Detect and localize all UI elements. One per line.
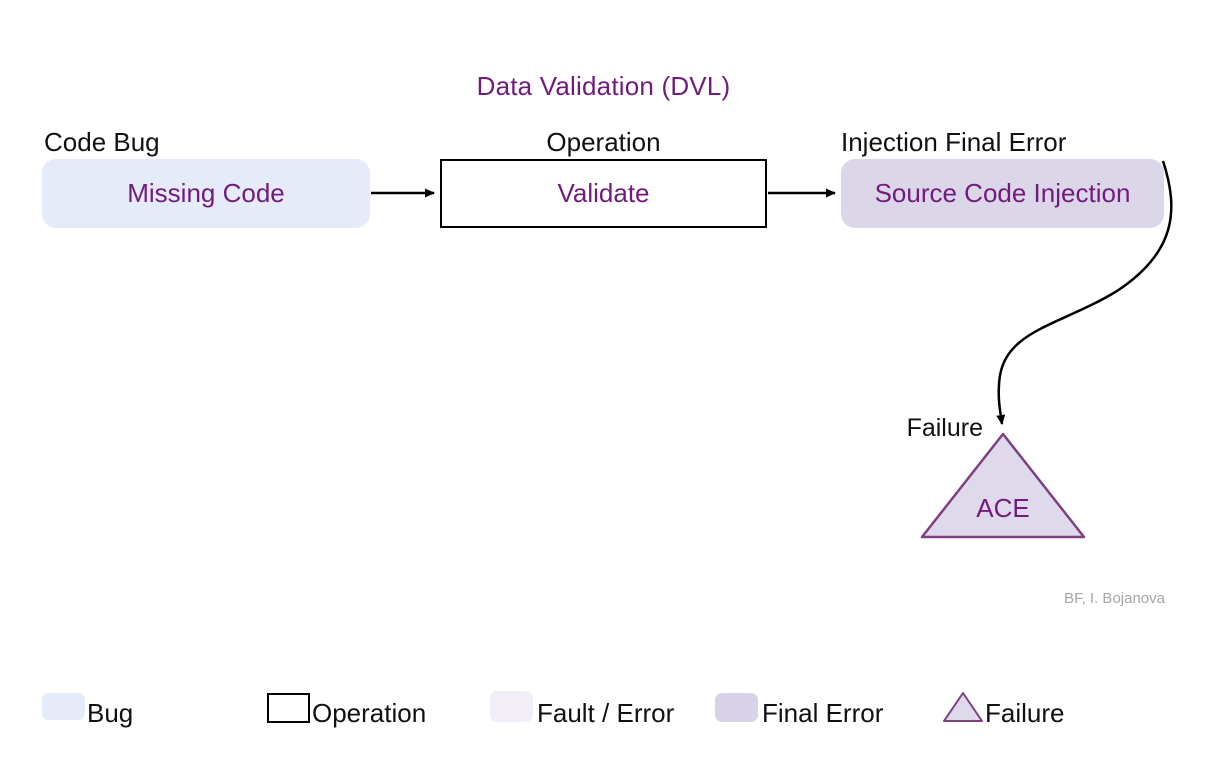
legend-operation-label: Operation	[312, 698, 427, 728]
label-operation: Operation	[546, 127, 661, 157]
label-failure: Failure	[906, 414, 983, 442]
legend-failure-label: Failure	[985, 698, 1065, 728]
diagram-title: Data Validation (DVL)	[476, 71, 731, 101]
legend-failure-triangle-icon	[943, 692, 983, 722]
legend-fault-error-label: Fault / Error	[537, 698, 675, 728]
node-validate-label: Validate	[557, 178, 650, 208]
legend-final-error-label: Final Error	[762, 698, 884, 728]
legend-bug-label: Bug	[87, 698, 134, 728]
node-validate: Validate	[440, 159, 767, 228]
legend-fault-error-swatch	[490, 691, 533, 722]
legend-bug-swatch	[42, 693, 85, 720]
node-missing-code: Missing Code	[42, 159, 370, 228]
attribution-text: BF, I. Bojanova	[1064, 590, 1165, 607]
legend-operation-swatch	[267, 693, 310, 723]
node-missing-code-label: Missing Code	[127, 178, 285, 208]
label-code-bug: Code Bug	[44, 127, 160, 157]
node-ace-label: ACE	[976, 493, 1030, 523]
legend-final-error-swatch	[715, 693, 758, 722]
label-injection-final-error: Injection Final Error	[841, 127, 1067, 157]
node-source-code-injection: Source Code Injection	[841, 159, 1164, 228]
legend-failure-swatch	[941, 690, 985, 723]
node-source-code-injection-label: Source Code Injection	[874, 178, 1131, 208]
